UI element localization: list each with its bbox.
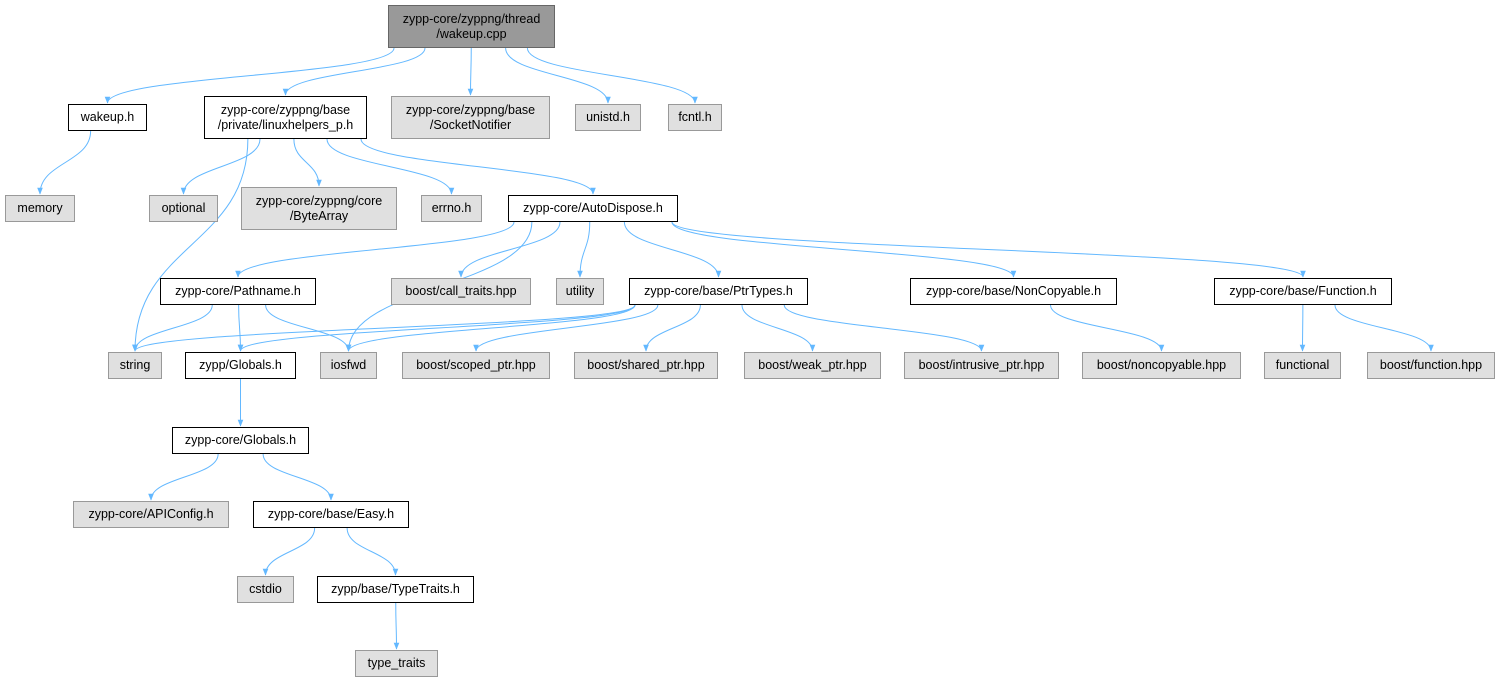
node-linuxhelpers-p-h[interactable]: zypp-core/zyppng/base /private/linuxhelp… <box>204 96 367 139</box>
node-function-h[interactable]: zypp-core/base/Function.h <box>1214 278 1392 305</box>
edge-function_h-to-function_hpp <box>1334 304 1434 352</box>
node-core-globals-h[interactable]: zypp-core/Globals.h <box>172 427 309 454</box>
edge-linuxhelpers-to-string <box>132 138 249 352</box>
node-weak-ptr-hpp: boost/weak_ptr.hpp <box>744 352 881 379</box>
edge-pathname-to-string <box>132 304 213 352</box>
edge-wakeup_cpp-to-fcntl <box>526 47 698 104</box>
node-bytearray: zypp-core/zyppng/core /ByteArray <box>241 187 397 230</box>
edge-core_globals-to-easy <box>262 453 334 501</box>
node-autodispose-h[interactable]: zypp-core/AutoDispose.h <box>508 195 678 222</box>
node-apiconfig-h: zypp-core/APIConfig.h <box>73 501 229 528</box>
edge-autodispose-to-ptrtypes <box>623 221 722 278</box>
node-type-traits: type_traits <box>355 650 438 677</box>
node-pathname-h[interactable]: zypp-core/Pathname.h <box>160 278 316 305</box>
edge-wakeup_cpp-to-socketnotifier <box>467 47 474 96</box>
edge-ptrtypes-to-weak_ptr <box>741 304 816 352</box>
edge-pathname-to-iosfwd <box>265 304 352 352</box>
edge-autodispose-to-function_h <box>671 221 1306 278</box>
node-memory: memory <box>5 195 75 222</box>
node-wakeup-cpp: zypp-core/zyppng/thread /wakeup.cpp <box>388 5 555 48</box>
edge-core_globals-to-apiconfig <box>148 453 219 501</box>
edge-ptrtypes-to-shared_ptr <box>643 304 701 352</box>
node-wakeup-h[interactable]: wakeup.h <box>68 104 147 131</box>
node-cstdio: cstdio <box>237 576 294 603</box>
edge-linuxhelpers-to-autodispose <box>360 138 596 195</box>
node-socketnotifier: zypp-core/zyppng/base /SocketNotifier <box>391 96 550 139</box>
node-zypp-globals-h[interactable]: zypp/Globals.h <box>185 352 296 379</box>
edge-wakeup_cpp-to-unistd <box>505 47 611 104</box>
node-unistd-h: unistd.h <box>575 104 641 131</box>
edge-ptrtypes-to-iosfwd <box>345 304 636 352</box>
edge-easy-to-cstdio <box>262 527 316 576</box>
edge-wakeup_cpp-to-linuxhelpers <box>282 47 426 96</box>
edge-autodispose-to-pathname <box>235 221 515 278</box>
node-functional: functional <box>1264 352 1341 379</box>
edge-wakeup_cpp-to-wakeup_h <box>104 47 395 104</box>
node-string: string <box>108 352 162 379</box>
edge-typetraits_h-to-type_traits <box>393 602 400 650</box>
edge-wakeup_h-to-memory <box>37 130 92 195</box>
edge-ptrtypes-to-zypp_globals <box>237 304 636 352</box>
edge-easy-to-typetraits_h <box>346 527 399 576</box>
node-noncopyable-hpp: boost/noncopyable.hpp <box>1082 352 1241 379</box>
edge-noncopyable_h-to-noncopyable_hpp <box>1050 304 1165 352</box>
node-fcntl-h: fcntl.h <box>668 104 722 131</box>
edge-autodispose-to-noncopyable_h <box>671 221 1017 278</box>
edge-pathname-to-zypp_globals <box>237 304 244 352</box>
node-noncopyable-h[interactable]: zypp-core/base/NonCopyable.h <box>910 278 1117 305</box>
edge-linuxhelpers-to-bytearray <box>293 138 322 187</box>
node-call-traits-hpp: boost/call_traits.hpp <box>391 278 531 305</box>
edge-ptrtypes-to-intrusive_ptr <box>783 304 985 352</box>
edge-ptrtypes-to-string <box>132 304 636 352</box>
node-easy-h[interactable]: zypp-core/base/Easy.h <box>253 501 409 528</box>
node-errno-h: errno.h <box>421 195 482 222</box>
node-function-hpp: boost/function.hpp <box>1367 352 1495 379</box>
edge-linuxhelpers-to-errno <box>326 138 455 195</box>
node-scoped-ptr-hpp: boost/scoped_ptr.hpp <box>402 352 550 379</box>
edge-autodispose-to-utility <box>577 221 591 278</box>
edge-autodispose-to-calltraits <box>458 221 561 278</box>
node-optional: optional <box>149 195 218 222</box>
node-utility: utility <box>556 278 604 305</box>
node-ptrtypes-h[interactable]: zypp-core/base/PtrTypes.h <box>629 278 808 305</box>
edge-linuxhelpers-to-optional <box>180 138 261 195</box>
node-typetraits-h[interactable]: zypp/base/TypeTraits.h <box>317 576 474 603</box>
node-iosfwd: iosfwd <box>320 352 377 379</box>
node-intrusive-ptr-hpp: boost/intrusive_ptr.hpp <box>904 352 1059 379</box>
node-shared-ptr-hpp: boost/shared_ptr.hpp <box>574 352 718 379</box>
edge-ptrtypes-to-scoped_ptr <box>473 304 659 352</box>
